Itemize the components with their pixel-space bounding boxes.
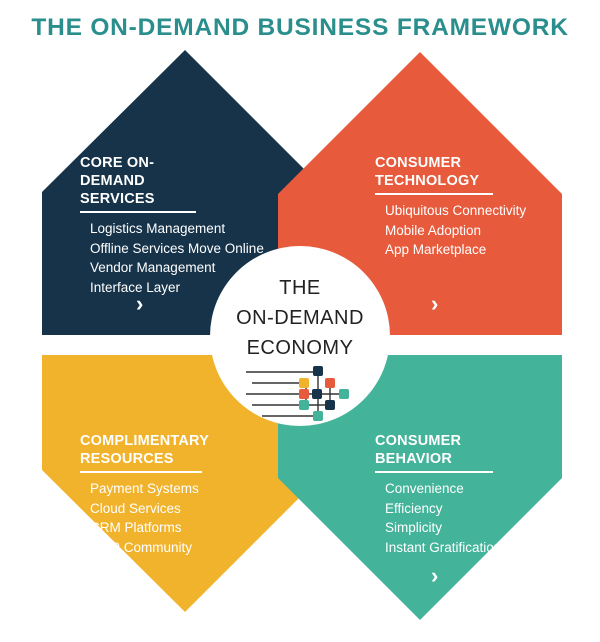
core-services-heading-1: CORE ON-DEMAND xyxy=(80,155,155,189)
complimentary-resources-arrow-icon[interactable]: › xyxy=(136,563,144,588)
network-icon xyxy=(246,366,349,421)
list-item: App Marketplace xyxy=(385,242,487,257)
complimentary-resources-divider xyxy=(80,471,202,473)
consumer-behavior-divider xyxy=(375,471,493,473)
page-title: THE ON-DEMAND BUSINESS FRAMEWORK xyxy=(31,14,569,41)
center-line-2: ON-DEMAND xyxy=(236,307,364,329)
list-item: Instant Gratification xyxy=(385,539,502,555)
center-circle xyxy=(210,246,390,426)
core-services-divider xyxy=(80,211,196,213)
core-services-heading-2: SERVICES xyxy=(80,191,155,207)
complimentary-resources-diamond xyxy=(42,355,327,612)
list-item: CRM Platforms xyxy=(90,520,182,535)
consumer-behavior-arrow-icon[interactable]: › xyxy=(431,563,439,588)
consumer-behavior-diamond xyxy=(278,355,562,620)
consumer-behavior-heading-2: BEHAVIOR xyxy=(375,451,453,467)
list-item: Convenience xyxy=(385,481,464,496)
consumer-behavior-block: CONSUMER BEHAVIOR Convenience Efficiency… xyxy=(375,432,502,557)
center-line-3: ECONOMY xyxy=(246,337,354,359)
consumer-technology-heading-1: CONSUMER xyxy=(375,155,462,171)
core-services-arrow-icon[interactable]: › xyxy=(136,291,144,316)
list-item: Cloud Services xyxy=(90,500,181,516)
complimentary-resources-heading-1: COMPLIMENTARY xyxy=(80,433,210,449)
consumer-technology-divider xyxy=(375,193,493,195)
center-line-1: THE xyxy=(279,277,321,299)
list-item: Vendor Management xyxy=(90,260,216,275)
consumer-behavior-heading-1: CONSUMER xyxy=(375,433,462,449)
list-item: Payment Systems xyxy=(90,481,199,496)
consumer-technology-heading-2: TECHNOLOGY xyxy=(375,173,480,189)
consumer-technology-block: CONSUMER TECHNOLOGY Ubiquitous Connectiv… xyxy=(375,154,527,260)
list-item: Logistics Management xyxy=(90,221,226,236)
list-item: 1099 Community xyxy=(90,539,193,555)
list-item: Ubiquitous Connectivity xyxy=(385,203,527,218)
complimentary-resources-heading-2: RESOURCES xyxy=(80,451,174,467)
list-item: Offline Services Move Online xyxy=(90,240,264,256)
list-item: Efficiency xyxy=(385,500,443,516)
core-services-block: CORE ON-DEMAND SERVICES Logistics Manage… xyxy=(80,154,264,297)
consumer-technology-arrow-icon[interactable]: › xyxy=(431,291,439,316)
list-item: Interface Layer xyxy=(90,279,181,295)
list-item: Simplicity xyxy=(385,520,443,535)
complimentary-resources-block: COMPLIMENTARY RESOURCES Payment Systems … xyxy=(80,432,210,557)
list-item: Mobile Adoption xyxy=(385,222,482,238)
